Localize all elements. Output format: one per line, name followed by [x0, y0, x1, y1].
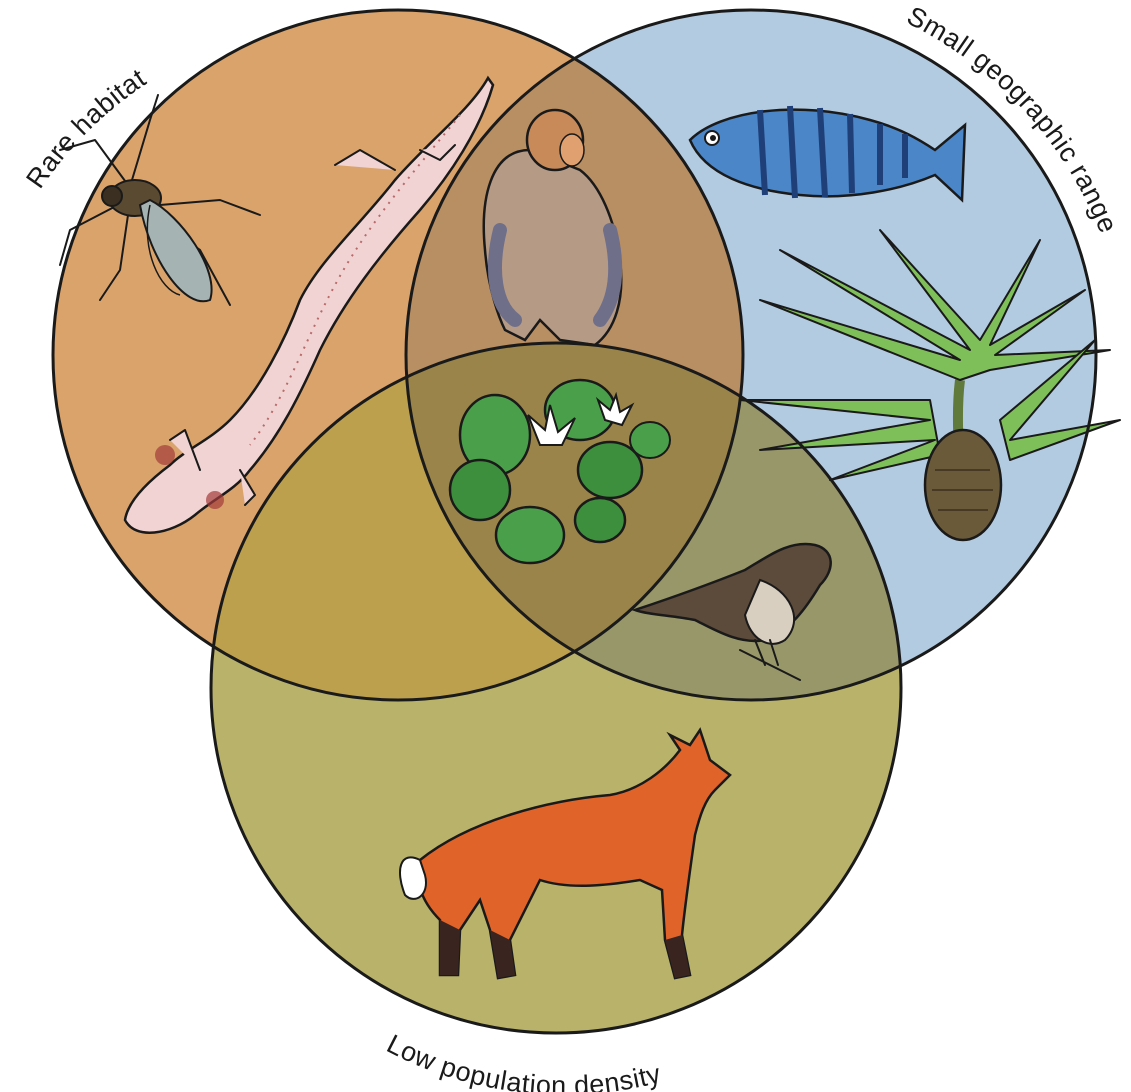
label-low-population-density: Low population density	[382, 1029, 664, 1092]
